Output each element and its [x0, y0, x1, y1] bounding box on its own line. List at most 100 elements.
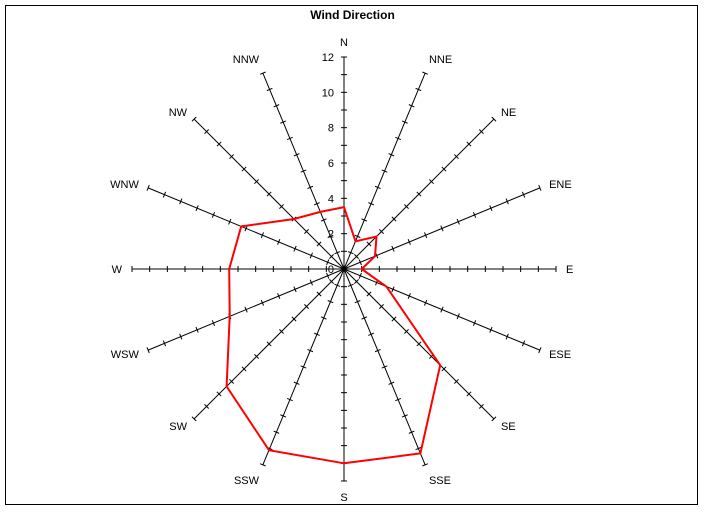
axis-tick-nne — [395, 136, 402, 141]
direction-label-nnw: NNW — [233, 54, 260, 66]
axis-tick-wsw — [293, 286, 297, 293]
axis-tick-sse — [374, 348, 381, 353]
axis-tick-wsw — [146, 347, 150, 354]
axis-tick-nnw — [300, 169, 307, 173]
radial-tick-label: 2 — [328, 229, 334, 241]
axis-tick-sse — [381, 365, 388, 369]
axis-tick-ese — [358, 272, 362, 279]
axis-tick-sw — [291, 316, 297, 322]
axis-tick-ssw — [320, 316, 327, 320]
axis-tick-ne — [354, 254, 359, 259]
axis-tick-nnw — [286, 136, 293, 141]
axis-tick-nne — [347, 251, 354, 255]
axis-tick-wsw — [195, 326, 199, 333]
axis-tick-se — [366, 291, 372, 297]
axis-tick-wsw — [326, 272, 330, 279]
axis-tick-sw — [266, 341, 272, 347]
axis-tick-sse — [408, 430, 415, 434]
axis-tick-nnw — [280, 120, 287, 124]
axis-tick-wsw — [162, 340, 167, 347]
axis-tick-ese — [538, 347, 542, 354]
axis-tick-se — [403, 328, 409, 334]
direction-label-ssw: SSW — [234, 475, 260, 487]
axis-tick-sse — [401, 414, 408, 418]
axis-tick-sse — [388, 381, 395, 385]
axis-tick-wsw — [179, 333, 183, 340]
axis-tick-ene — [391, 245, 395, 252]
axis-tick-se — [441, 366, 447, 372]
axis-tick-sse — [422, 463, 429, 467]
axis-tick-nw — [316, 241, 322, 247]
axis-tick-nw — [266, 191, 272, 197]
axis-tick-sse — [347, 283, 354, 287]
radial-tick-label: 6 — [328, 158, 334, 170]
axis-tick-wnw — [195, 205, 199, 212]
axis-tick-ne — [441, 166, 447, 172]
axis-tick-ssw — [273, 430, 280, 434]
direction-label-wsw: WSW — [111, 349, 140, 361]
axis-tick-nne — [354, 234, 361, 238]
axis-tick-ne — [416, 191, 422, 197]
axis-tick-wnw — [293, 245, 297, 252]
axis-tick-ene — [538, 184, 542, 191]
axis-tick-sw — [304, 304, 309, 309]
axis-tick-ssw — [280, 414, 287, 418]
axis-tick-nne — [388, 153, 395, 157]
axis-tick-nw — [329, 254, 334, 259]
axis-tick-nne — [401, 120, 408, 124]
axis-tick-nnw — [327, 234, 334, 238]
axis-tick-nnw — [313, 202, 320, 206]
radial-tick-label: 10 — [322, 87, 334, 99]
axis-tick-sw — [216, 391, 222, 397]
axis-tick-sse — [395, 397, 402, 402]
axis-tick-ne — [478, 129, 484, 135]
direction-label-w: W — [112, 264, 123, 276]
axis-tick-wnw — [309, 252, 313, 259]
axis-tick-wsw — [211, 320, 216, 327]
axis-tick-wnw — [179, 198, 183, 205]
axis-tick-nne — [415, 87, 422, 92]
axis-tick-sse — [354, 300, 361, 304]
radial-tick-label: 0 — [328, 264, 334, 276]
axis-tick-nne — [381, 169, 388, 173]
axis-tick-nnw — [334, 251, 341, 255]
axis-tick-sse — [368, 332, 375, 336]
axis-tick-ene — [407, 238, 411, 245]
axis-tick-nw — [254, 179, 260, 185]
axis-tick-se — [354, 279, 359, 284]
axis-tick-nw — [229, 154, 235, 160]
axis-tick-sse — [415, 446, 422, 451]
axis-tick-sw — [254, 353, 260, 359]
axis-tick-ese — [456, 313, 460, 320]
axis-tick-sw — [241, 366, 247, 372]
axis-tick-se — [491, 416, 497, 422]
axis-tick-nnw — [266, 87, 273, 92]
axis-tick-nw — [191, 116, 197, 122]
axis-tick-nne — [408, 104, 415, 108]
axis-tick-ssw — [327, 300, 334, 304]
axis-tick-wnw — [260, 232, 265, 239]
direction-label-nw: NW — [169, 107, 188, 119]
axis-tick-se — [379, 304, 384, 309]
axis-tick-nw — [304, 229, 309, 234]
axis-tick-ne — [466, 141, 472, 147]
axis-tick-wnw — [146, 184, 150, 191]
axis-tick-ese — [423, 299, 428, 306]
axis-tick-nw — [241, 166, 247, 172]
axis-tick-ne — [366, 241, 372, 247]
series-polygon — [225, 206, 442, 465]
axis-tick-ssw — [300, 365, 307, 369]
axis-tick-nw — [204, 129, 210, 135]
axis-tick-ssw — [293, 381, 300, 385]
axis-tick-sw — [279, 328, 285, 334]
axis-tick-sw — [329, 279, 334, 284]
axis-tick-sw — [191, 416, 197, 422]
direction-label-s: S — [340, 492, 347, 504]
axis-tick-sse — [361, 316, 368, 320]
axis-tick-se — [453, 378, 459, 384]
axis-tick-ese — [489, 326, 493, 333]
axis-tick-wsw — [244, 306, 248, 313]
axis-tick-se — [478, 403, 484, 409]
axis-tick-nw — [216, 141, 222, 147]
